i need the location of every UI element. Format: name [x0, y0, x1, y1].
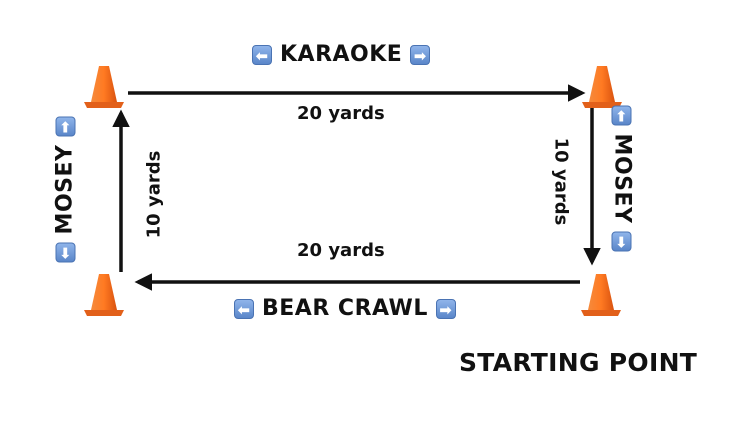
right-distance: 10 yards: [550, 137, 572, 226]
bottom-exercise-text: BEAR CRAWL: [262, 296, 428, 321]
bottom-distance: 20 yards: [297, 240, 385, 261]
left-exercise-text: MOSEY: [52, 144, 78, 235]
right-exercise-text: MOSEY: [609, 133, 635, 224]
left-distance: 10 yards: [143, 150, 165, 239]
cone-icon: [581, 274, 621, 316]
top-exercise-text: KARAOKE: [280, 42, 403, 67]
cone-icon: [582, 66, 622, 108]
left-arrow-icon: ⬅: [234, 298, 254, 319]
down-arrow-icon: ⬇: [612, 231, 632, 252]
down-arrow-icon: ⬇: [55, 242, 75, 263]
top-exercise-label: ⬅ KARAOKE ➡: [252, 42, 431, 67]
top-distance: 20 yards: [297, 103, 385, 124]
cone-icon: [84, 274, 124, 316]
right-arrow-icon: ➡: [410, 44, 431, 65]
left-arrow-icon: ⬅: [252, 44, 272, 65]
starting-point-label: STARTING POINT: [459, 348, 698, 377]
cone-icon: [84, 66, 124, 108]
up-arrow-icon: ⬆: [612, 105, 632, 126]
left-exercise-label: ⬇ MOSEY ⬆: [53, 95, 78, 285]
bottom-exercise-label: ⬅ BEAR CRAWL ➡: [234, 296, 456, 321]
right-exercise-label: ⬆ MOSEY ⬇: [610, 84, 635, 274]
right-arrow-icon: ➡: [435, 298, 456, 319]
up-arrow-icon: ⬆: [55, 116, 75, 137]
